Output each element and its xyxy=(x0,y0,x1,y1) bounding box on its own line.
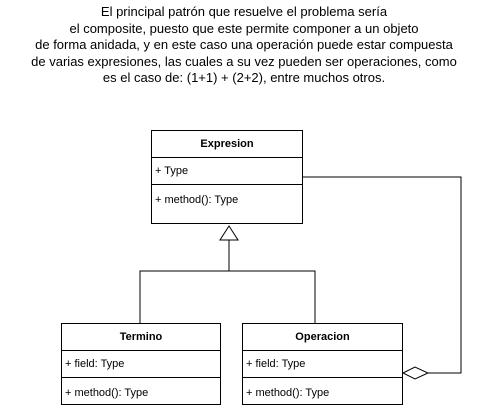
class-attribute: + Type xyxy=(152,158,302,185)
generalization-edge-termino xyxy=(139,270,229,323)
class-attribute: + field: Type xyxy=(243,351,402,378)
class-method: + method(): Type xyxy=(155,194,239,206)
generalization-edge-operacion xyxy=(229,270,316,323)
description-line: de forma anidada, y en este caso una ope… xyxy=(35,37,453,52)
class-name: Expresion xyxy=(152,131,302,158)
class-name: Termino xyxy=(62,324,220,351)
class-termino: Termino + field: Type + method(): Type xyxy=(61,323,221,405)
class-operacion: Operacion + field: Type + method(): Type xyxy=(242,323,403,405)
aggregation-edge xyxy=(303,176,462,374)
inheritance-arrow-icon xyxy=(219,225,239,241)
class-method: + method(): Type xyxy=(65,387,149,399)
description-text: El principal patrón que resuelve el prob… xyxy=(0,4,488,87)
class-expresion: Expresion + Type + method(): Type xyxy=(151,130,303,224)
class-name: Operacion xyxy=(243,324,402,351)
description-line: El principal patrón que resuelve el prob… xyxy=(100,4,388,19)
class-attribute: + field: Type xyxy=(62,351,220,378)
description-line: el composite, puesto que este permite co… xyxy=(69,20,419,36)
description-line: de varias expresiones, las cuales a su v… xyxy=(31,53,457,69)
class-method: + method(): Type xyxy=(246,387,330,399)
description-line: es el caso de: (1+1) + (2+2), entre much… xyxy=(102,70,386,85)
aggregation-diamond-icon xyxy=(401,366,430,380)
